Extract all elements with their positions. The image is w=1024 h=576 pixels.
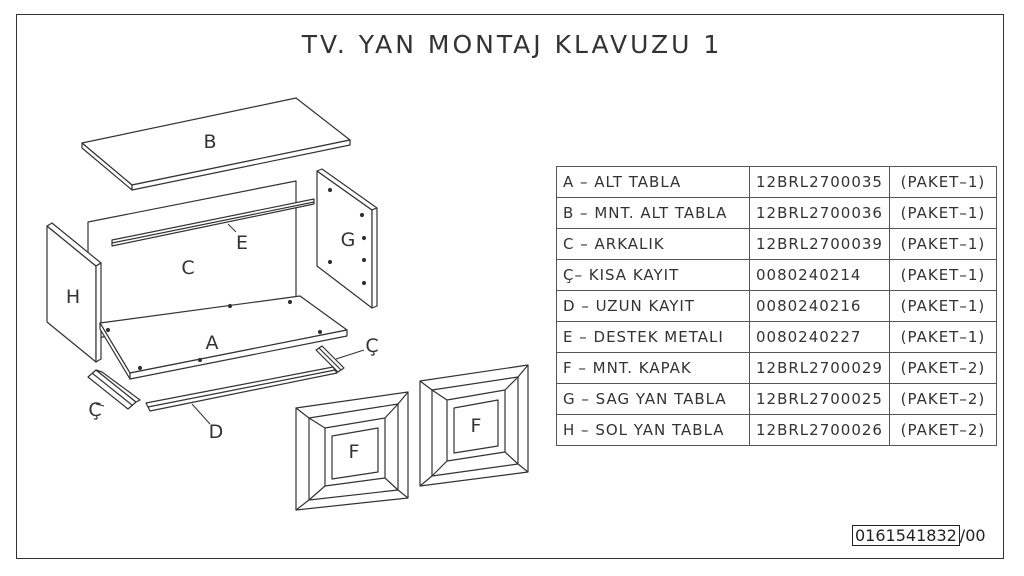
label-h: H — [66, 286, 80, 308]
part-f-door-1 — [295, 391, 409, 511]
part-code-cell: 12BRL2700029 — [749, 352, 890, 384]
package-cell: (PAKET–1) — [888, 228, 997, 260]
part-name-cell: B – MNT. ALT TABLA — [556, 197, 750, 229]
label-a: A — [206, 332, 219, 354]
part-b-panel — [81, 97, 351, 191]
part-name-cell: H – SOL YAN TABLA — [556, 414, 750, 446]
part-code-cell: 0080240216 — [749, 290, 890, 322]
page-title: TV. YAN MONTAJ KLAVUZU 1 — [301, 30, 723, 59]
part-a-bottom-panel — [99, 295, 348, 380]
label-g: G — [341, 229, 356, 251]
label-c: C — [181, 257, 194, 279]
document-number-suffix: /00 — [959, 526, 986, 545]
part-f-door-2 — [419, 364, 529, 487]
part-code-cell: 12BRL2700026 — [749, 414, 890, 446]
label-c-cedilla-right: Ç — [365, 335, 378, 357]
part-name-cell: F – MNT. KAPAK — [556, 352, 750, 384]
drawing-frame — [16, 14, 1004, 559]
part-c-cedilla-short-rail-right — [315, 345, 345, 373]
label-e: E — [236, 232, 248, 254]
part-h-side-panel — [46, 222, 102, 363]
package-cell: (PAKET–2) — [888, 414, 997, 446]
package-cell: (PAKET–1) — [888, 166, 997, 198]
part-name-cell: A – ALT TABLA — [556, 166, 750, 198]
part-code-cell: 12BRL2700036 — [749, 197, 890, 229]
part-e-support-metal — [111, 198, 315, 247]
part-c-cedilla-short-rail-left — [87, 369, 141, 410]
package-cell: (PAKET–1) — [888, 259, 997, 291]
package-cell: (PAKET–1) — [888, 197, 997, 229]
part-g-side-panel — [316, 168, 378, 309]
part-name-cell: E – DESTEK METALI — [556, 321, 750, 353]
part-code-cell: 0080240227 — [749, 321, 890, 353]
label-f-door-2: F — [471, 415, 482, 437]
part-code-cell: 0080240214 — [749, 259, 890, 291]
package-cell: (PAKET–2) — [888, 352, 997, 384]
label-b: B — [203, 131, 216, 153]
document-number-boxed: 0161541832 — [852, 525, 960, 546]
part-name-cell: Ç– KISA KAYIT — [556, 259, 750, 291]
package-cell: (PAKET–1) — [888, 321, 997, 353]
label-f-door-1: F — [349, 441, 360, 463]
part-code-cell: 12BRL2700039 — [749, 228, 890, 260]
label-d: D — [209, 421, 224, 443]
part-name-cell: G – SAG YAN TABLA — [556, 383, 750, 415]
package-cell: (PAKET–2) — [888, 383, 997, 415]
label-c-cedilla-left: Ç — [88, 399, 101, 421]
part-code-cell: 12BRL2700035 — [749, 166, 890, 198]
part-code-cell: 12BRL2700025 — [749, 383, 890, 415]
part-name-cell: D – UZUN KAYIT — [556, 290, 750, 322]
package-cell: (PAKET–1) — [888, 290, 997, 322]
document-number: 0161541832/00 — [852, 525, 986, 546]
part-d-long-rail — [145, 366, 338, 412]
part-name-cell: C – ARKALIK — [556, 228, 750, 260]
